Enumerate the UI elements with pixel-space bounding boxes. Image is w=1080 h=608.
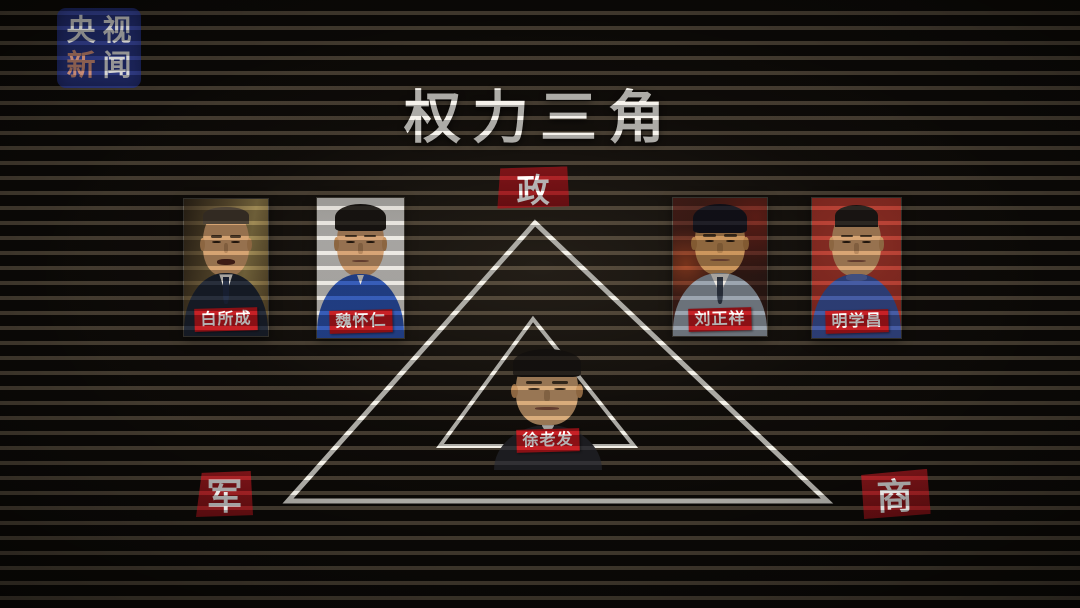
logo-char: 视 (102, 14, 132, 47)
logo-char: 新 (66, 49, 96, 82)
collar (845, 273, 868, 281)
tie (717, 276, 723, 305)
eyebrow (840, 234, 853, 238)
ear (246, 237, 252, 251)
outer-triangle (282, 219, 834, 504)
eyebrow (860, 234, 873, 238)
nose (358, 243, 363, 254)
ear (878, 237, 884, 251)
eyebrow (703, 234, 716, 237)
hair (834, 205, 879, 227)
vertex-label-business: 商 (858, 469, 931, 519)
name-tag: 徐老发 (516, 428, 580, 453)
eye (725, 240, 736, 243)
portrait-xu-laofa: 徐老发 (494, 348, 602, 470)
nose (717, 242, 723, 253)
eyebrow (724, 234, 737, 237)
logo-char: 闻 (102, 49, 132, 82)
eye (365, 240, 375, 244)
ear (743, 236, 749, 251)
ear (511, 384, 519, 399)
tie (223, 277, 229, 305)
eye (231, 240, 240, 244)
shirt (357, 275, 364, 285)
ear (691, 236, 697, 251)
portrait-face (333, 203, 388, 277)
eye (212, 240, 221, 244)
nose (854, 243, 859, 254)
ear (829, 237, 835, 251)
eye (842, 240, 852, 244)
portrait-liu-zhengxiang: 刘正祥 (673, 198, 767, 336)
hair (513, 348, 581, 378)
eyebrow (551, 381, 568, 385)
ear (575, 384, 583, 399)
name-tag: 明学昌 (824, 309, 889, 334)
portrait-wei-huairen: 魏怀仁 (317, 198, 404, 338)
eyebrow (211, 234, 223, 238)
hair (335, 203, 386, 231)
mouth (847, 259, 866, 263)
eye (528, 387, 540, 391)
eyebrow (344, 234, 357, 238)
nose (223, 243, 229, 254)
eyebrow (364, 234, 376, 238)
hair (203, 207, 249, 225)
name-tag: 魏怀仁 (328, 309, 393, 334)
portrait-face (511, 348, 583, 426)
mouth (535, 407, 559, 411)
ear (333, 237, 339, 251)
mouth (217, 259, 235, 265)
eye (553, 387, 566, 391)
name-tag: 刘正祥 (688, 307, 752, 332)
eyebrow (526, 381, 542, 385)
ear (200, 237, 206, 251)
mouth (351, 259, 370, 263)
nose (543, 390, 551, 402)
eye (861, 240, 871, 244)
portrait-face (829, 205, 884, 277)
mouth (710, 258, 730, 262)
eye (346, 240, 356, 244)
portrait-face (691, 203, 749, 276)
portrait-bai-suocheng: 白所成 (184, 199, 268, 336)
ear (382, 237, 388, 251)
name-tag: 白所成 (194, 307, 258, 332)
cctv-news-logo: 央 视 新 闻 (57, 8, 141, 88)
vertex-label-military: 军 (196, 471, 253, 517)
logo-char: 央 (66, 14, 96, 47)
vertex-label-government: 政 (497, 166, 570, 208)
eyebrow (229, 234, 241, 238)
hair (692, 203, 748, 233)
portrait-face (200, 207, 252, 276)
page-title: 权力三角 (404, 86, 676, 150)
portrait-ming-xuechang: 明学昌 (812, 198, 901, 338)
eye (704, 240, 715, 243)
